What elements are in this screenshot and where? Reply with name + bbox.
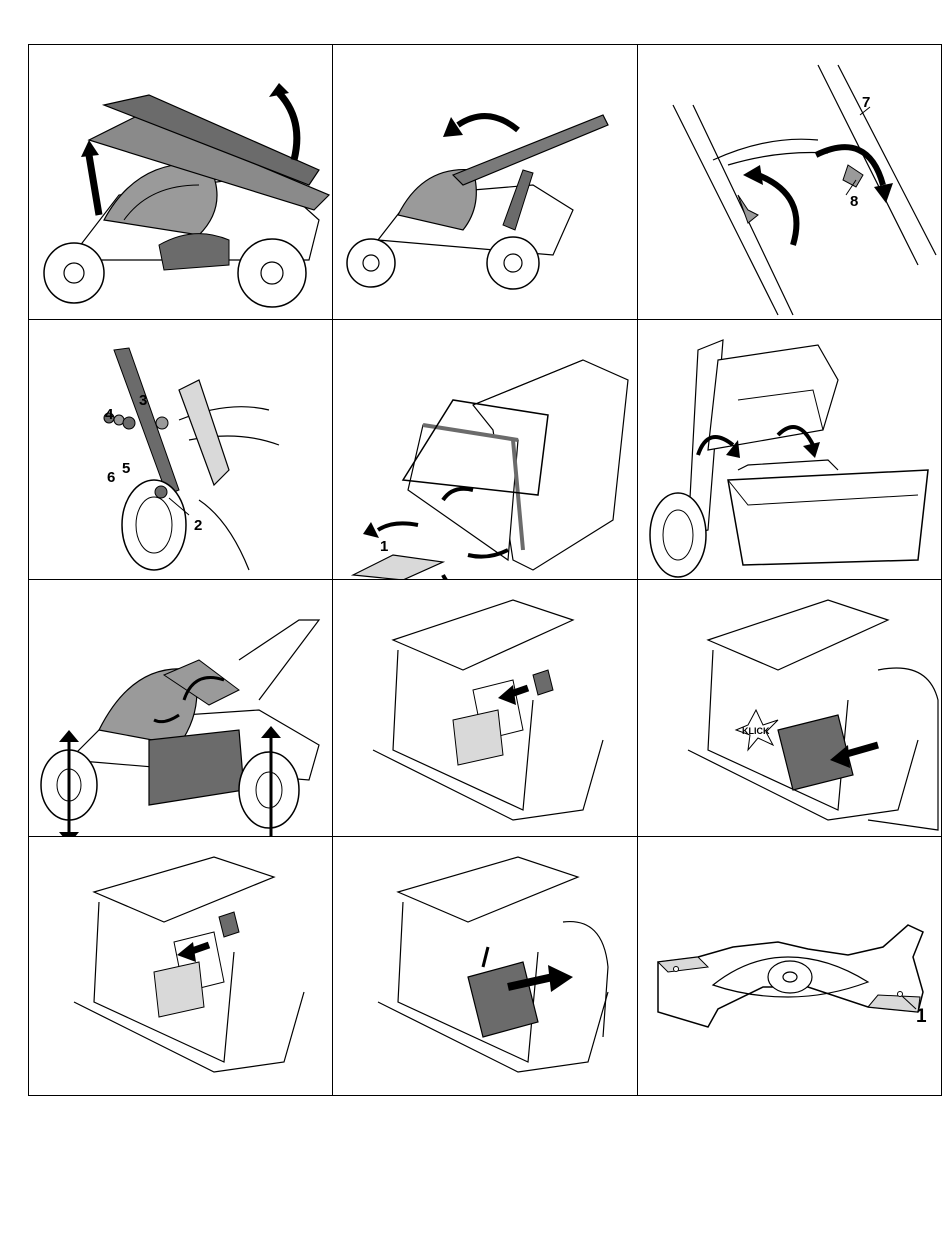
panel-6-attach-bag: [638, 320, 941, 579]
label-4: 4: [105, 407, 113, 422]
label-7: 7: [862, 95, 870, 110]
label-1: 1: [380, 539, 388, 554]
cutting-height-drawing: [29, 580, 332, 836]
illustration-grid: 7 8 3 4 5 6 2: [28, 44, 942, 1096]
panel-5-bag-assembly: 1: [333, 320, 637, 579]
insert-key-drawing: [333, 580, 637, 836]
panel-7-height-adjust: [29, 580, 332, 836]
remove-key-drawing: [29, 837, 332, 1095]
panel-8-insert-key: [333, 580, 637, 836]
mower-blade-drawing: [638, 837, 941, 1095]
panel-11-remove-battery: [333, 837, 637, 1095]
klick-label: KLICK: [742, 726, 770, 736]
panel-2-fold-handle: [333, 45, 637, 319]
panel-9-insert-battery: KLICK: [638, 580, 941, 836]
grid-border-bottom: [28, 1095, 942, 1096]
label-5: 5: [122, 461, 130, 476]
handle-knob-drawing: [638, 45, 941, 319]
insert-battery-drawing: [638, 580, 941, 836]
label-1: 1: [916, 1007, 927, 1026]
label-6: 6: [107, 470, 115, 485]
panel-3-tighten-knobs: 7 8: [638, 45, 941, 319]
panel-1-unfold-handle: [29, 45, 332, 319]
remove-battery-drawing: [333, 837, 637, 1095]
panel-12-blade: 1: [638, 837, 941, 1095]
attach-grass-bag-drawing: [638, 320, 941, 579]
mower-handle-unfold-drawing: [29, 45, 332, 319]
mower-handle-fold-drawing: [333, 45, 637, 319]
grass-bag-assembly-drawing: [333, 320, 637, 579]
label-8: 8: [850, 194, 858, 209]
grid-border-right: [941, 44, 942, 1096]
label-2: 2: [194, 518, 202, 533]
panel-10-remove-key: [29, 837, 332, 1095]
handle-bolt-drawing: [29, 320, 332, 579]
panel-4-handle-bolts: 3 4 5 6 2: [29, 320, 332, 579]
label-3: 3: [139, 393, 147, 408]
